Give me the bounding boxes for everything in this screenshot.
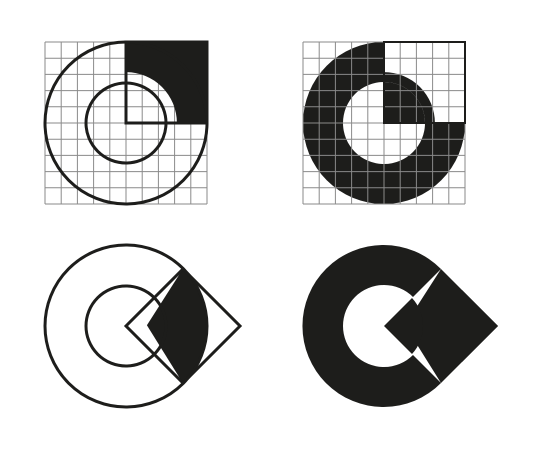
inner-ring	[84, 284, 168, 368]
outer-ring	[43, 243, 209, 409]
corner-square-outline	[124, 40, 209, 125]
figure-grid-filled	[302, 41, 466, 205]
corner-square-outline	[383, 41, 466, 124]
figure-grid-outline	[43, 40, 209, 206]
rotated-black-wedge	[404, 269, 498, 383]
figure-rotated-filled	[302, 245, 498, 408]
figure-rotated-outline	[43, 243, 243, 409]
rotated-quadrant-fill	[146, 268, 208, 384]
quadrant-cut-shape	[384, 42, 465, 123]
diamond-outline	[123, 266, 243, 386]
quadrant-fill-shape	[126, 42, 207, 123]
inner-quadrant-shape	[384, 82, 425, 123]
rotated-inner-diamond	[384, 298, 424, 354]
